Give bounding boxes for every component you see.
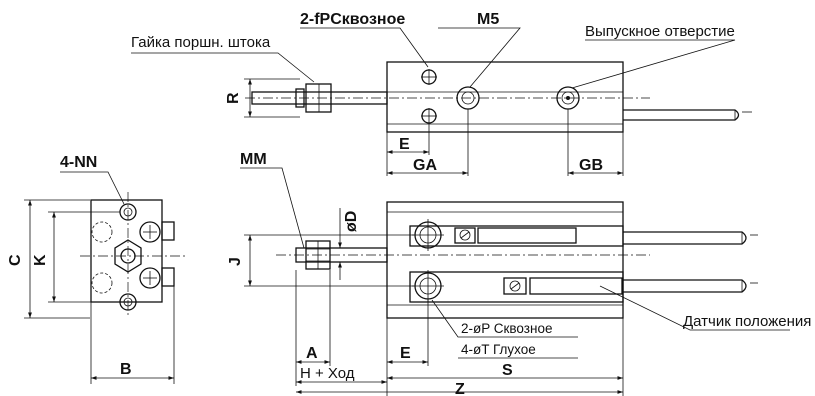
front-body	[386, 201, 624, 319]
ga-dim-label: GA	[413, 157, 437, 174]
rod-nut-leader	[131, 52, 315, 83]
c-dim-label: C	[7, 254, 24, 266]
four-nn-label: 4-NN	[60, 154, 97, 171]
top-body	[386, 61, 624, 133]
front-cable-1	[623, 231, 747, 245]
e-front-dim-label: E	[400, 345, 411, 362]
two-fp-thru-label: 2-fPСквозное	[300, 11, 405, 28]
top-cable	[623, 109, 740, 121]
a-dim-label: A	[306, 345, 318, 362]
end-body	[90, 199, 163, 303]
top-rod-nut	[305, 83, 332, 113]
two-op-thru-label: 2-øP Сквозное	[461, 321, 552, 336]
od-dim-label: øD	[343, 211, 360, 232]
four-ot-blind-label: 4-øT Глухое	[461, 342, 536, 357]
k-dim-label: K	[32, 254, 49, 266]
r-dim-label: R	[225, 92, 242, 104]
mm-label: MM	[240, 151, 267, 168]
end-view	[24, 171, 188, 384]
exhaust-port-label: Выпускное отверстие	[585, 23, 735, 40]
h-stroke-dim-label: H + Ход	[300, 365, 355, 382]
m5-label: M5	[477, 11, 499, 28]
b-dim-label: B	[120, 361, 132, 378]
e-top-dim-label: E	[399, 136, 410, 153]
sensor-1	[477, 227, 577, 244]
front-view	[240, 167, 790, 396]
rod-nut-label: Гайка поршн. штока	[131, 34, 271, 51]
s-dim-label: S	[502, 362, 513, 379]
top-view	[131, 27, 752, 176]
j-dim-label: J	[227, 257, 244, 266]
gb-dim-label: GB	[579, 157, 603, 174]
z-dim-label: Z	[455, 381, 465, 396]
sensor-label: Датчик положения	[683, 313, 811, 330]
sensor-2	[529, 277, 623, 295]
front-cable-2	[623, 279, 747, 293]
